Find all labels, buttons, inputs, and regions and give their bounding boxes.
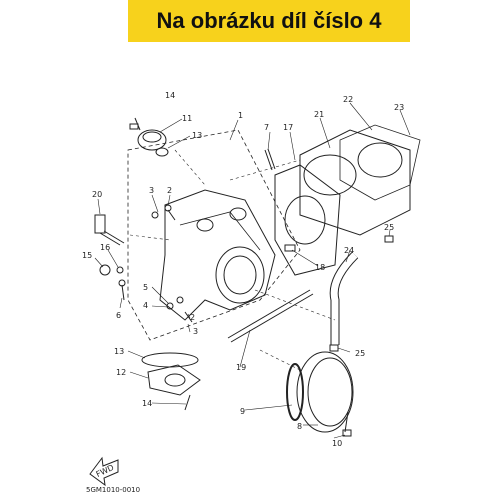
callout-5: 5	[143, 283, 148, 292]
callout-25: 25	[355, 349, 365, 358]
callout-17: 17	[283, 123, 293, 132]
callout-15: 15	[82, 251, 92, 260]
callout-7: 7	[264, 123, 269, 132]
callout-14: 14	[165, 91, 175, 100]
callout-11: 11	[182, 114, 192, 123]
callout-21: 21	[314, 110, 324, 119]
callout-22: 22	[343, 95, 353, 104]
title-banner: Na obrázku díl číslo 4	[128, 0, 410, 42]
crankcase	[159, 189, 276, 321]
callout-13: 13	[192, 131, 202, 140]
callout-19: 19	[236, 363, 246, 372]
plate-gasket	[141, 352, 199, 368]
callout-9: 9	[240, 407, 245, 416]
assembly-outline	[127, 129, 301, 341]
cylinder-block	[299, 129, 411, 236]
callout-3: 3	[149, 186, 154, 195]
callout-2: 2	[190, 313, 195, 322]
callout-8: 8	[297, 422, 302, 431]
callout-16: 16	[100, 243, 110, 252]
fwd-label: FWD	[95, 463, 116, 479]
callout-24: 24	[344, 246, 354, 255]
callout-10: 10	[332, 439, 342, 448]
callout-18: 18	[315, 263, 325, 272]
callout-20: 20	[92, 190, 102, 199]
callout-13: 13	[114, 347, 124, 356]
callout-2: 2	[167, 186, 172, 195]
plate	[147, 364, 201, 396]
callout-23: 23	[394, 103, 404, 112]
cap	[137, 129, 167, 151]
fwd-arrow	[89, 456, 119, 487]
callout-6: 6	[116, 311, 121, 320]
callout-12: 12	[116, 368, 126, 377]
callout-25: 25	[384, 223, 394, 232]
callout-1: 1	[238, 111, 243, 120]
callout-labels: 1 2 2 3 3 4 5 6 7 8 9 10 11 12 13 13 14 …	[82, 91, 404, 448]
callout-14: 14	[142, 399, 152, 408]
round-cover	[296, 351, 354, 433]
banner-title: Na obrázku díl číslo 4	[156, 8, 382, 33]
cylinder-gasket	[274, 164, 341, 276]
plug	[94, 214, 106, 234]
diagram-code: 5GM1010-0010	[86, 486, 141, 494]
callout-4: 4	[143, 301, 148, 310]
callout-3: 3	[193, 327, 198, 336]
